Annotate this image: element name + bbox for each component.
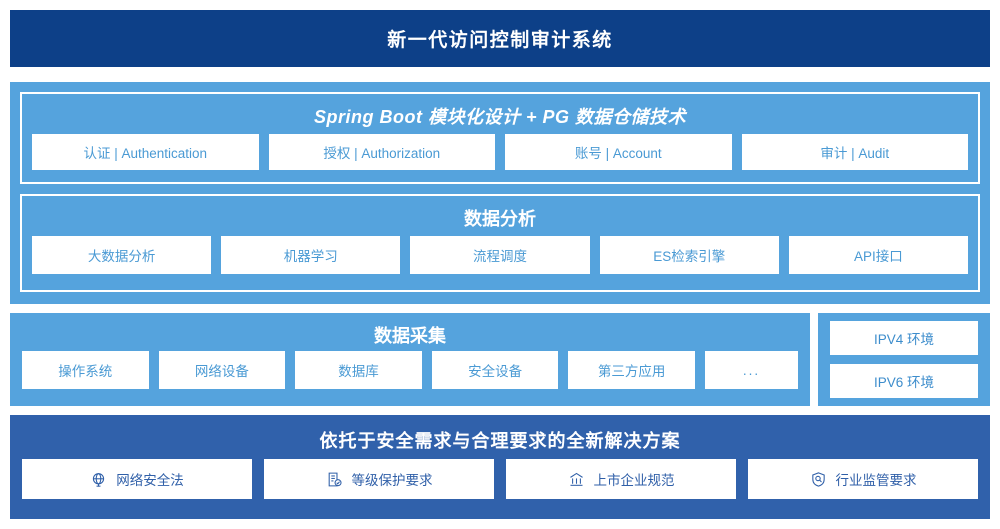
card-machine-learning[interactable]: 机器学习 — [221, 236, 401, 274]
document-check-icon — [326, 471, 343, 488]
card-big-data-analysis[interactable]: 大数据分析 — [32, 236, 212, 274]
card-industry-regulation[interactable]: 行业监管要求 — [748, 459, 978, 499]
springboot-card-row: 认证 | Authentication 授权 | Authorization 账… — [32, 134, 968, 170]
bank-icon — [568, 471, 585, 488]
card-listed-company-standard-label: 上市企业规范 — [593, 473, 675, 488]
card-classified-protection-label: 等级保护要求 — [351, 473, 433, 488]
data-analysis-group: 数据分析 大数据分析 机器学习 流程调度 ES检索引擎 API接口 — [20, 194, 980, 292]
springboot-group: Spring Boot 模块化设计 + PG 数据仓储技术 认证 | Authe… — [20, 92, 980, 184]
globe-icon — [90, 471, 107, 488]
card-industry-regulation-label: 行业监管要求 — [835, 473, 917, 488]
compliance-card-row: 网络安全法 等级保护要求 — [22, 459, 978, 499]
card-network-device[interactable]: 网络设备 — [158, 351, 286, 389]
card-database[interactable]: 数据库 — [295, 351, 422, 389]
page-title: 新一代访问控制审计系统 — [387, 30, 613, 51]
ip-environment-panel: IPV4 环境 IPV6 环境 — [818, 313, 990, 406]
card-audit[interactable]: 审计 | Audit — [741, 134, 968, 170]
data-analysis-card-row: 大数据分析 机器学习 流程调度 ES检索引擎 API接口 — [32, 236, 969, 274]
data-analysis-group-title: 数据分析 — [464, 209, 536, 229]
data-collection-title: 数据采集 — [374, 326, 446, 346]
card-es-search-engine[interactable]: ES检索引擎 — [599, 236, 779, 274]
card-authentication[interactable]: 认证 | Authentication — [32, 134, 259, 170]
compliance-title: 依托于安全需求与合理要求的全新解决方案 — [319, 431, 681, 451]
card-cybersecurity-law[interactable]: 网络安全法 — [22, 459, 252, 499]
springboot-group-title: Spring Boot 模块化设计 + PG 数据仓储技术 — [313, 107, 686, 127]
card-ipv6-environment[interactable]: IPV6 环境 — [830, 364, 978, 398]
card-third-party-application[interactable]: 第三方应用 — [568, 351, 695, 389]
card-account[interactable]: 账号 | Account — [505, 134, 732, 170]
card-api-interface[interactable]: API接口 — [788, 236, 969, 274]
card-more-ellipsis[interactable]: ... — [704, 351, 798, 389]
card-classified-protection[interactable]: 等级保护要求 — [264, 459, 494, 499]
card-listed-company-standard[interactable]: 上市企业规范 — [506, 459, 736, 499]
data-collection-panel: 数据采集 操作系统 网络设备 数据库 安全设备 第三方应用 ... — [10, 313, 810, 406]
card-security-device[interactable]: 安全设备 — [431, 351, 559, 389]
shield-search-icon — [810, 471, 827, 488]
card-authorization[interactable]: 授权 | Authorization — [268, 134, 495, 170]
data-collection-card-row: 操作系统 网络设备 数据库 安全设备 第三方应用 ... — [22, 351, 798, 389]
header-bar: 新一代访问控制审计系统 — [10, 10, 990, 67]
card-ipv4-environment[interactable]: IPV4 环境 — [830, 321, 978, 355]
card-operating-system[interactable]: 操作系统 — [22, 351, 149, 389]
application-layer-panel: Spring Boot 模块化设计 + PG 数据仓储技术 认证 | Authe… — [10, 82, 990, 304]
card-process-scheduling[interactable]: 流程调度 — [410, 236, 590, 274]
compliance-panel: 依托于安全需求与合理要求的全新解决方案 网络安全法 — [10, 415, 990, 519]
card-cybersecurity-law-label: 网络安全法 — [116, 473, 184, 488]
